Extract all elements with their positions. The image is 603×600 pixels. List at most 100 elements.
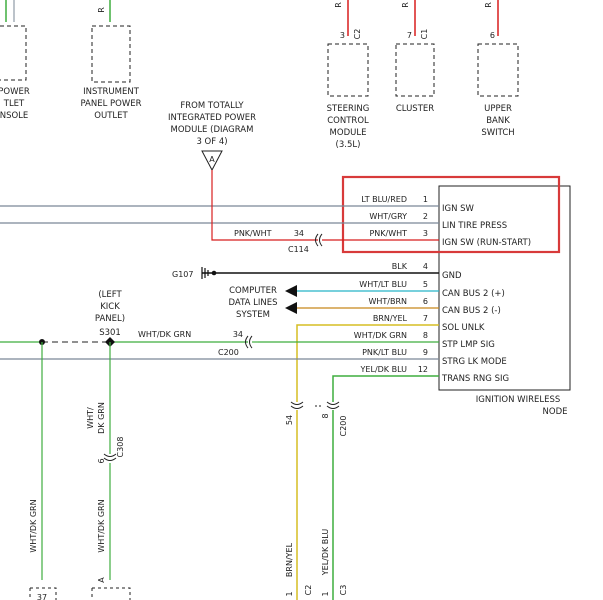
c2-bottom: C2 [304,585,313,596]
pin-wire-color: PNK/WHT [369,229,407,238]
computer-data-line-2: DATA LINES [229,298,278,308]
c114-label: C114 [288,245,309,254]
instrument-panel-line-1: INSTRUMENT [83,87,140,97]
c200-vertical-connector: 54 8 C200 BRN/YEL YEL/DK BLU 1 1 C2 C3 [285,401,348,600]
upper-pin-r: R [484,2,493,8]
pin-wire-color: LT BLU/RED [361,195,407,204]
pin-wire-color: WHT/LT BLU [359,280,407,289]
pin-function: STP LMP SIG [442,340,495,350]
c200-v-label: C200 [339,416,348,437]
steering-pin-r: R [334,2,343,8]
wht-dk-grn-h-label: WHT/DK GRN [138,330,191,339]
pin-function: TRANS RNG SIG [441,374,509,384]
pin-function: CAN BUS 2 (-) [442,306,501,316]
bottom-pin-right: 1 [321,591,330,596]
tipm-line-2: INTEGRATED POWER [168,113,256,123]
pin-function: IGN SW [442,204,475,214]
g107-ground: G107 [172,267,217,279]
instrument-pin-r: R [97,7,106,13]
pin-number: 2 [423,212,428,221]
pin-number: 9 [423,348,428,357]
steering-connector: C2 [353,29,362,40]
cluster-pin-r: R [401,2,410,8]
c308-pin: 6 [97,458,106,463]
pin-function: SOL UNLK [442,323,485,333]
left-kick-panel-splice: (LEFT KICK PANEL) S301 WHT/DK GRN 34 C20… [0,290,258,600]
upper-bank-line-1: UPPER [484,104,512,114]
upper-pin-num: 6 [490,31,495,40]
cluster-connector: R 7 C1 CLUSTER [395,0,435,114]
c200-pin: 34 [233,330,243,339]
cluster-label: CLUSTER [396,104,434,114]
pin-wire-color: YEL/DK BLU [360,365,408,374]
pin-wire-color: WHT/GRY [369,212,407,221]
pin-wires [0,170,439,402]
power-outlet-console-stub: POWER TLET NSOLE [0,0,30,121]
pin-wire-color: PNK/LT BLU [362,348,407,357]
s301-label: S301 [99,328,121,338]
left-kick-line-1: (LEFT [98,290,122,300]
steering-pin-num: 3 [340,31,345,40]
left-kick-line-2: KICK [100,302,120,312]
tipm-line-1: FROM TOTALLY [180,101,244,111]
pin-number: 6 [423,297,428,306]
bottom-pin-left: 1 [285,591,294,596]
instrument-panel-line-3: OUTLET [94,111,128,121]
pin-a-bottom: A [97,577,106,583]
upper-bank-line-2: BANK [486,116,510,126]
pin-number: 5 [423,280,428,289]
brn-yel-vert: BRN/YEL [285,542,294,577]
c200-label: C200 [218,348,239,357]
power-outlet-console-line-1: POWER [0,87,30,97]
pin-number: 3 [423,229,428,238]
power-outlet-console-line-3: NSOLE [0,111,28,121]
computer-data-line-1: COMPUTER [229,286,277,296]
pnk-wht-left-label: PNK/WHT [234,229,272,238]
arrow-left-icon [285,302,297,314]
pin-function: STRG LK MODE [442,357,507,367]
pin-wire-color: BLK [392,262,408,271]
pin-wire-color: WHT/BRN [368,297,407,306]
c308-label: C308 [116,437,125,458]
pin-function: LIN TIRE PRESS [442,221,507,231]
tipm-line-4: 3 OF 4) [196,137,227,147]
wht-dk-grn-v2-line-2: DK GRN [97,402,106,434]
pin-number: 12 [418,365,428,374]
steering-line-3: MODULE [330,128,367,138]
steering-control-module: R 3 C2 STEERING CONTROL MODULE (3.5L) [327,0,370,150]
pin-function: IGN SW (RUN-START) [442,238,531,248]
pin-37-bottom: 37 [37,593,47,600]
yel-dk-blu-vert: YEL/DK BLU [321,529,330,577]
module-name-line-2: NODE [543,407,568,417]
pin-number: 1 [423,195,428,204]
pin-function: GND [442,271,462,281]
steering-line-1: STEERING [327,104,370,114]
pin-number: 4 [423,262,428,271]
instrument-panel-outlet-stub: R INSTRUMENT PANEL POWER OUTLET [80,0,142,121]
instrument-panel-line-2: PANEL POWER [80,99,141,109]
pin-wire-color: WHT/DK GRN [354,331,407,340]
tipm-line-3: MODULE (DIAGRAM [171,125,254,135]
pin-function: CAN BUS 2 (+) [442,289,505,299]
steering-line-4: (3.5L) [336,140,361,150]
cluster-conn: C1 [420,29,429,40]
pin-wire-color: BRN/YEL [373,314,408,323]
computer-data-line-3: SYSTEM [236,310,270,320]
tipm-arrow-icon [201,150,223,172]
c200-v-pin-right: 8 [321,413,330,418]
computer-data-lines: COMPUTER DATA LINES SYSTEM [229,285,297,320]
steering-line-2: CONTROL [327,116,369,126]
power-outlet-console-line-2: TLET [3,99,25,109]
from-tipm-reference: FROM TOTALLY INTEGRATED POWER MODULE (DI… [168,101,256,172]
left-kick-line-3: PANEL) [95,314,125,324]
highlight-box [341,175,561,254]
wht-dk-grn-v1: WHT/DK GRN [29,499,38,552]
cluster-pin-num: 7 [407,31,412,40]
upper-bank-line-3: SWITCH [481,128,514,138]
module-name-line-1: IGNITION WIRELESS [476,395,561,405]
tipm-letter: A [209,155,215,164]
ignition-wireless-node: IGNITION WIRELESS NODE [438,185,571,417]
upper-bank-switch: R 6 UPPER BANK SWITCH [477,0,519,138]
